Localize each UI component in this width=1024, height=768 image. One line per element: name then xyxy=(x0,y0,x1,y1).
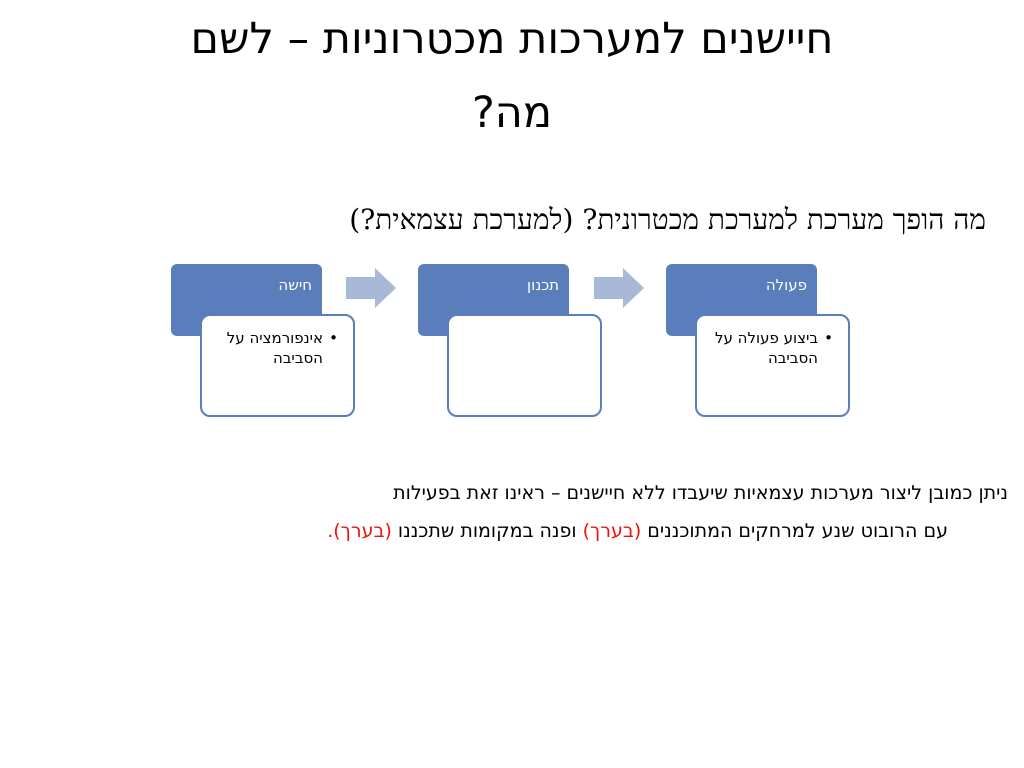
title-line-2: מה? xyxy=(471,88,553,138)
stage-sensing-label: חישה xyxy=(278,276,312,294)
paragraph-line-2: עם הרובוט שנע למרחקים המתוכננים (בערך) ו… xyxy=(28,512,1008,550)
paragraph-line-2-part-2: ופנה במקומות שתכננו xyxy=(391,520,583,542)
question-text: מה הופך מערכת למערכת מכטרונית? (למערכת ע… xyxy=(349,203,986,236)
slide-title: חיישנים למערכות מכטרוניות – לשם מה? xyxy=(40,2,984,150)
stage-planning-detail xyxy=(447,314,602,417)
body-paragraph: ניתן כמובן ליצור מערכות עצמאיות שיעבדו ל… xyxy=(28,474,1008,550)
stage-planning-label: תכנון xyxy=(527,276,559,294)
stage-sensing-detail: אינפורמציה על הסביבה xyxy=(200,314,355,417)
flow-arrow-icon xyxy=(594,268,644,308)
title-line-1: חיישנים למערכות מכטרוניות – לשם xyxy=(190,14,834,64)
paragraph-line-2-part-1: עם הרובוט שנע למרחקים המתוכננים xyxy=(641,520,948,542)
paragraph-line-2-end: . xyxy=(327,520,334,542)
flow-arrow-icon xyxy=(346,268,396,308)
stage-action-bullet: ביצוע פעולה על הסביבה xyxy=(707,328,833,368)
paragraph-line-1: ניתן כמובן ליצור מערכות עצמאיות שיעבדו ל… xyxy=(393,482,1008,504)
stage-sensing-bullet: אינפורמציה על הסביבה xyxy=(212,328,338,368)
highlight-approx-1: (בערך) xyxy=(582,520,642,542)
stage-action-detail: ביצוע פעולה על הסביבה xyxy=(695,314,850,417)
highlight-approx-2: (בערך) xyxy=(333,520,392,542)
stage-action-label: פעולה xyxy=(765,276,807,294)
